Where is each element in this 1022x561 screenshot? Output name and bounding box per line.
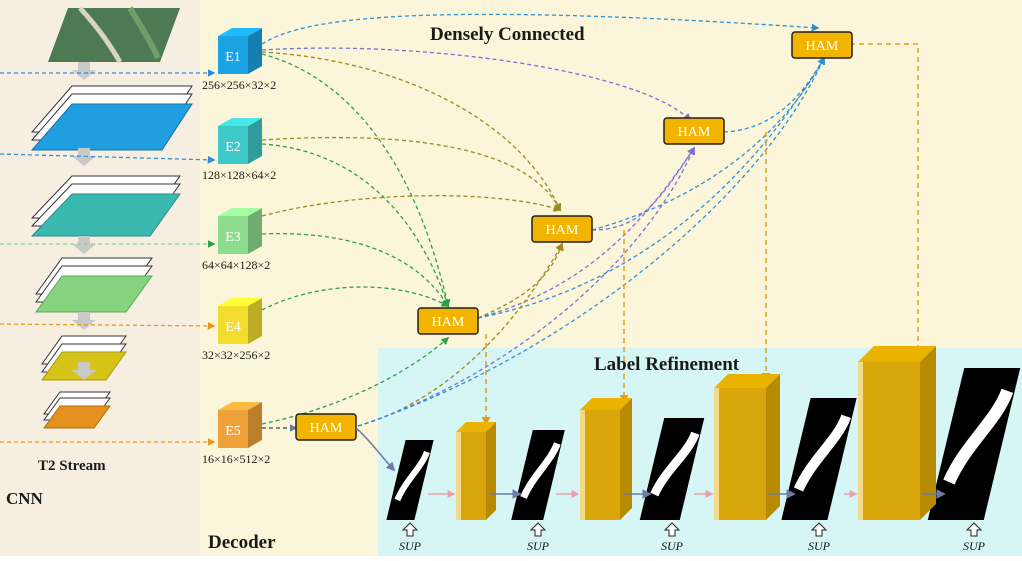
satellite-image [48, 6, 180, 64]
ham-label: HAM [678, 125, 711, 140]
mask-5: SUP [927, 368, 1021, 553]
refine-block-3 [714, 374, 780, 520]
ham-box-5: HAM [791, 31, 853, 59]
encoder-label: E5 [225, 424, 241, 439]
stream-label: T2 Stream [38, 458, 106, 474]
encoder-stack-5 [43, 391, 111, 429]
encoder-dims: 64×64×128×2 [202, 258, 270, 272]
mask-3: SUP [639, 418, 705, 553]
encoder-stack-2 [30, 175, 181, 237]
decoder-label: Decoder [208, 532, 276, 553]
encoder-stack-1 [30, 85, 193, 151]
sup-label: SUP [527, 539, 550, 553]
encoder-dims: 32×32×256×2 [202, 348, 270, 362]
sup-arrow-icon [529, 522, 547, 537]
sup-arrow-icon [810, 522, 828, 537]
encoder-stack-3 [35, 257, 153, 313]
encoder-label: E4 [225, 320, 241, 335]
ham-label: HAM [432, 315, 465, 330]
cnn-label: CNN [6, 489, 44, 508]
encoder-label: E2 [225, 140, 241, 155]
encoder-box-e3: E3 64×64×128×2 [202, 208, 270, 272]
encoder-dims: 128×128×64×2 [202, 168, 276, 182]
encoder-box-e2: E2 128×128×64×2 [202, 118, 276, 182]
refinement-label: Label Refinement [594, 354, 740, 375]
sup-label: SUP [808, 539, 831, 553]
sup-arrow-icon [401, 522, 419, 537]
encoder-dims: 16×16×512×2 [202, 452, 270, 466]
mask-4: SUP [781, 398, 857, 553]
encoder-box-e4: E4 32×32×256×2 [202, 298, 270, 362]
encoder-label: E3 [225, 230, 241, 245]
sup-label: SUP [963, 539, 986, 553]
diagram-title: Densely Connected [430, 24, 585, 45]
ham-box-4: HAM [663, 117, 725, 145]
ham-box-3: HAM [531, 215, 593, 243]
sup-arrow-icon [965, 522, 983, 537]
encoder-dims: 256×256×32×2 [202, 78, 276, 92]
ham-label: HAM [310, 421, 343, 436]
refine-block-2 [580, 398, 632, 520]
encoder-label: E1 [225, 50, 241, 65]
encoder-box-e5: E5 16×16×512×2 [202, 402, 270, 466]
ham-box-1: HAM [295, 413, 357, 441]
mask-2: SUP [511, 430, 565, 553]
mask-1: SUP [386, 440, 434, 553]
ham-label: HAM [806, 39, 839, 54]
refine-block-4 [858, 346, 936, 520]
refine-block-1 [456, 422, 496, 520]
sup-label: SUP [399, 539, 422, 553]
encoder-box-e1: E1 256×256×32×2 [202, 28, 276, 92]
ham-label: HAM [546, 223, 579, 238]
sup-label: SUP [661, 539, 684, 553]
ham-box-2: HAM [417, 307, 479, 335]
sup-arrow-icon [663, 522, 681, 537]
